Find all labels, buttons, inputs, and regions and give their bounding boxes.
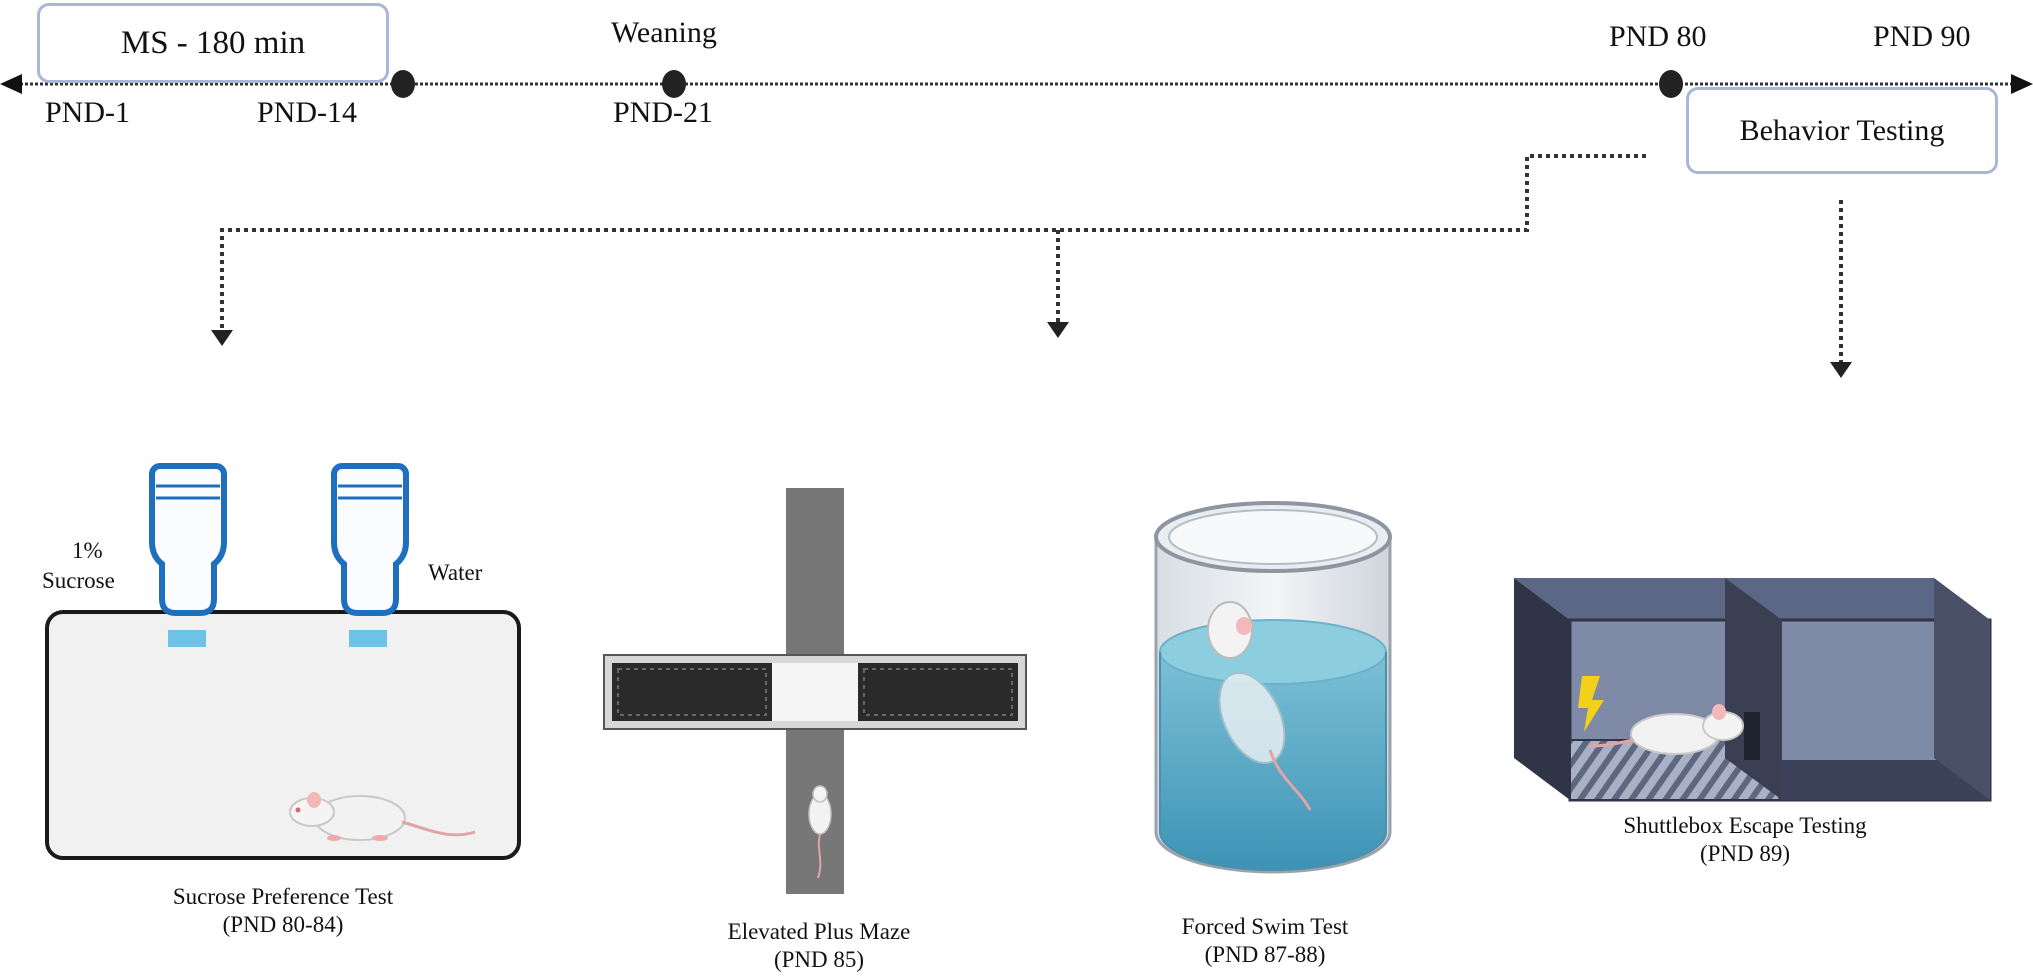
shuttle-title: Shuttlebox Escape Testing	[1623, 813, 1867, 838]
epm-caption: Elevated Plus Maze (PND 85)	[639, 918, 999, 974]
weaning-label: Weaning	[611, 16, 717, 49]
sucrose-bottle-icon	[149, 463, 227, 647]
ms-duration-label: MS - 180 min	[120, 24, 306, 61]
pnd-90-label: PND 90	[1873, 20, 1971, 53]
sucrose-name-label: Sucrose	[42, 568, 115, 593]
behavior-testing-label: Behavior Testing	[1739, 113, 1945, 147]
sucrose-cage	[45, 463, 521, 860]
rat-icon	[808, 785, 832, 879]
arrow-down-icon	[1830, 362, 1852, 378]
pnd-80-label: PND 80	[1609, 20, 1707, 53]
timeline-left-arrow-icon	[0, 74, 22, 94]
sucrose-test-title: Sucrose Preference Test	[172, 884, 394, 909]
shuttlebox	[1514, 578, 1992, 802]
shuttle-caption: Shuttlebox Escape Testing (PND 89)	[1565, 812, 1925, 868]
lightning-icon	[1578, 676, 1604, 732]
test-connectors	[220, 154, 1843, 362]
sucrose-test-caption: Sucrose Preference Test (PND 80-84)	[103, 883, 463, 939]
epm-days: (PND 85)	[773, 947, 865, 972]
sucrose-pct-label: 1%	[72, 538, 103, 563]
behavior-testing-box: Behavior Testing	[1686, 87, 1998, 174]
pnd-14-label: PND-14	[257, 96, 358, 129]
arrow-down-icon	[1047, 322, 1069, 338]
water-bottle-icon	[331, 463, 409, 647]
timeline-marker-pnd80	[1659, 70, 1683, 98]
timeline-marker-pnd14	[391, 70, 415, 98]
forced-swim-cylinder	[1154, 501, 1392, 874]
rat-icon	[1588, 704, 1744, 755]
fst-caption: Forced Swim Test (PND 87-88)	[1085, 913, 1445, 969]
pnd-21-label: PND-21	[613, 96, 714, 129]
timeline-marker-pnd21	[662, 70, 686, 98]
sucrose-test-days: (PND 80-84)	[222, 912, 344, 937]
timeline-axis	[0, 70, 2033, 98]
pnd-1-label: PND-1	[45, 96, 131, 129]
fst-days: (PND 87-88)	[1204, 942, 1326, 967]
water-name-label: Water	[428, 560, 483, 585]
ms-duration-box: MS - 180 min	[37, 3, 389, 83]
fst-title: Forced Swim Test	[1181, 914, 1349, 939]
rat-icon	[289, 792, 476, 841]
epm-title: Elevated Plus Maze	[727, 919, 911, 944]
elevated-plus-maze	[603, 488, 1027, 894]
rat-icon	[1207, 601, 1312, 811]
timeline-right-arrow-icon	[2011, 74, 2033, 94]
arrow-down-icon	[211, 330, 233, 346]
shuttle-days: (PND 89)	[1699, 841, 1791, 866]
